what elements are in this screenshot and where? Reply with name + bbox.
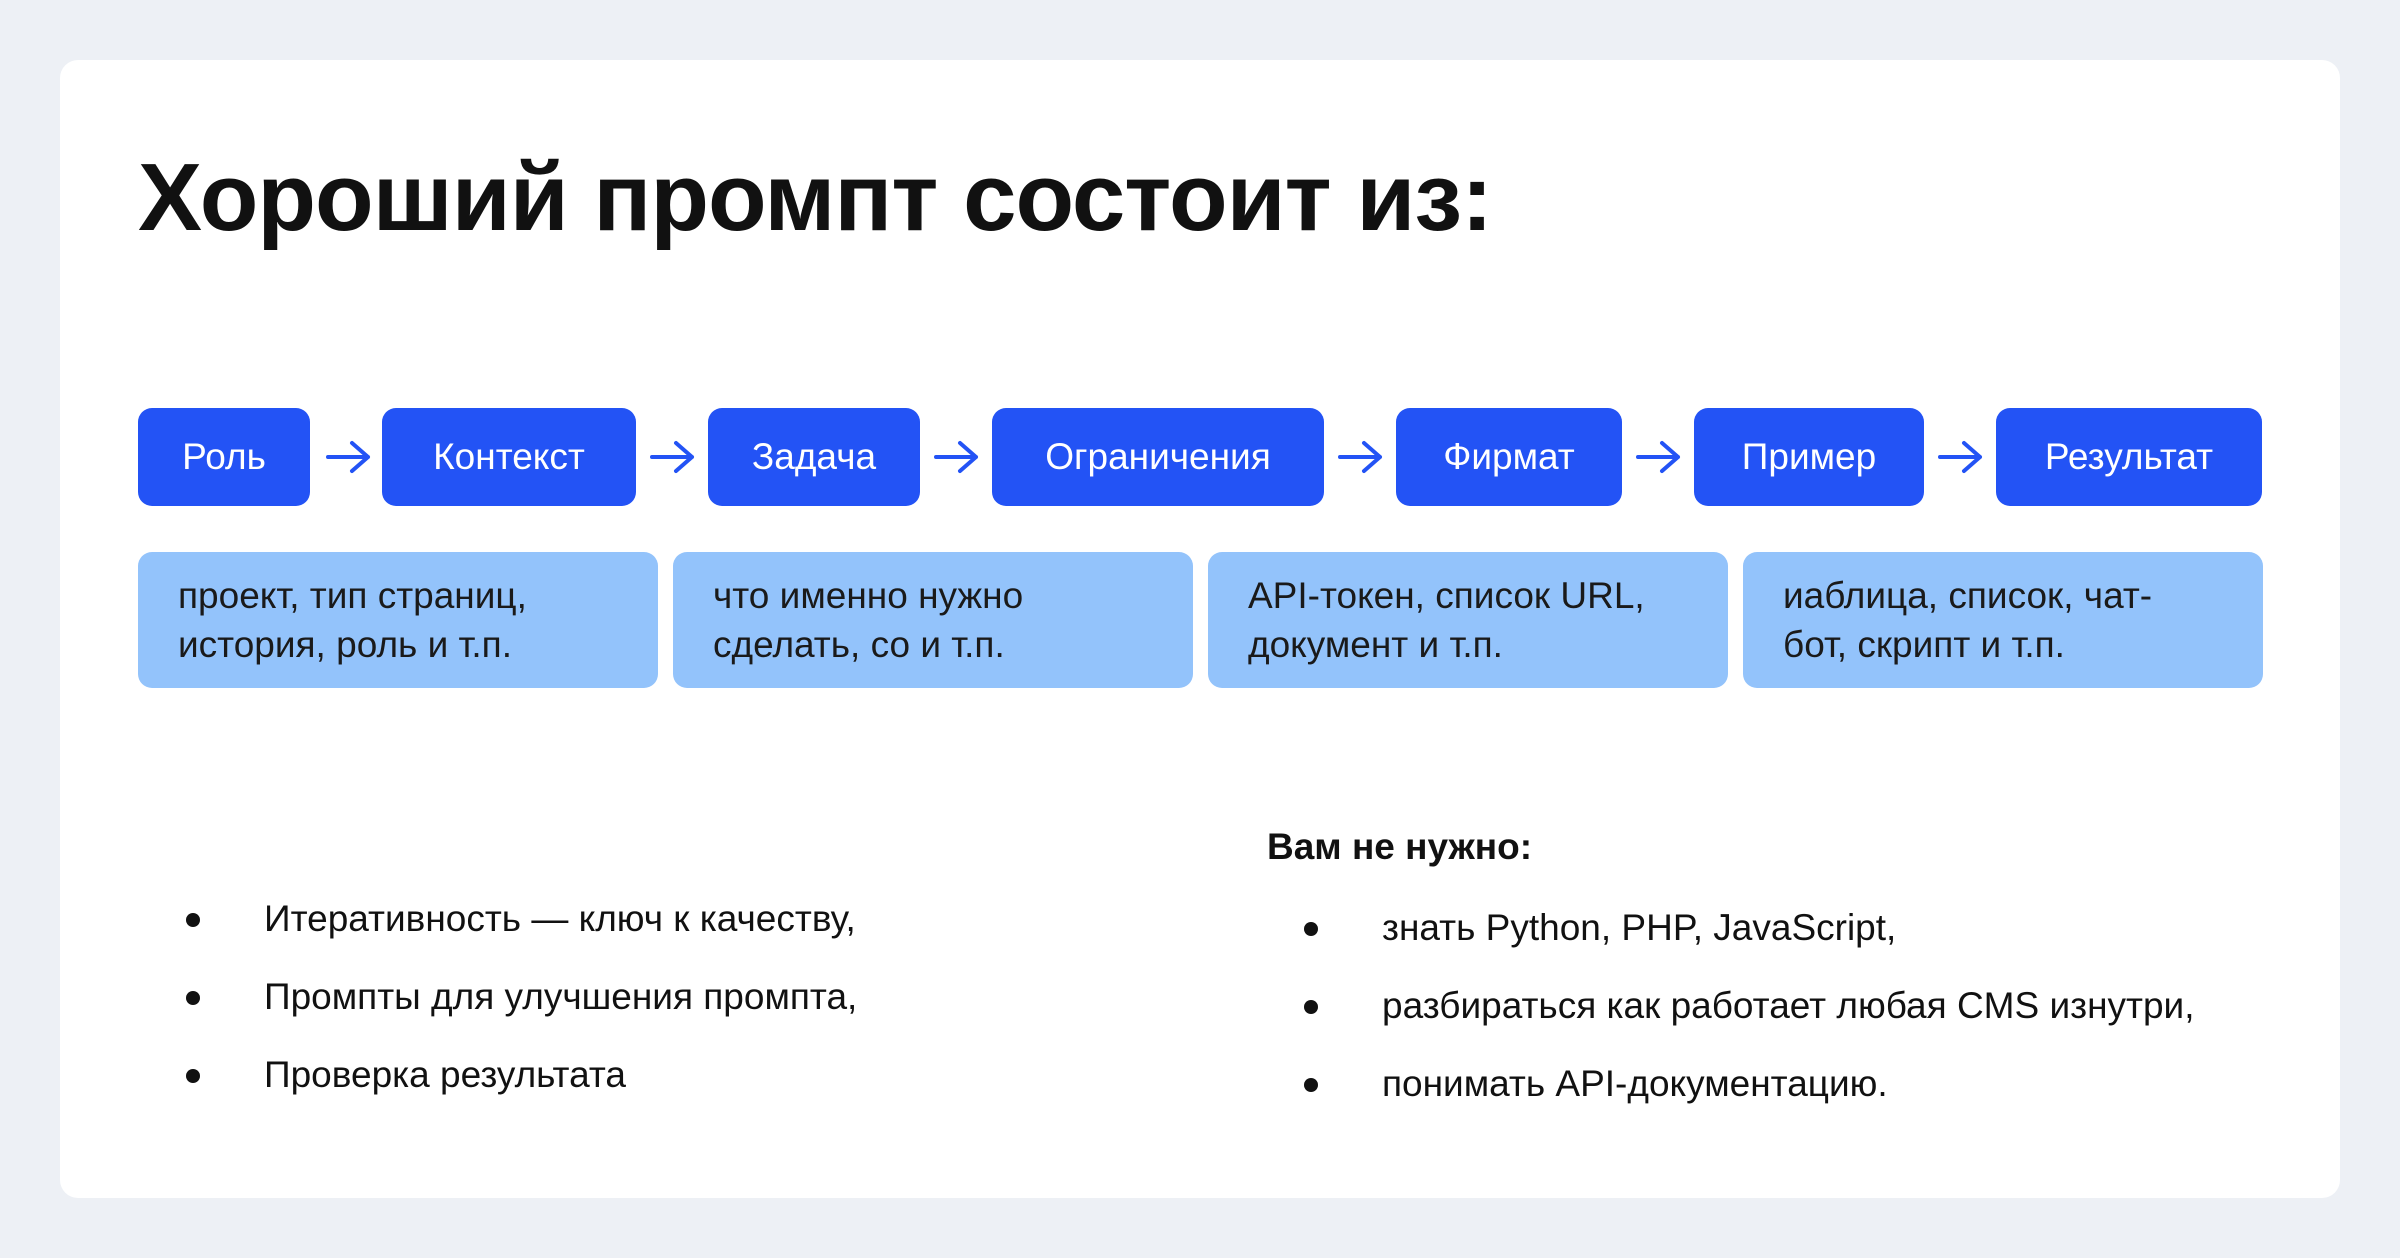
- bullet-icon: [1304, 1000, 1318, 1014]
- note-line: API-токен, список URL,: [1248, 575, 1645, 616]
- list-item-text: знать Python, PHP, JavaScript,: [1382, 907, 1897, 948]
- step-role: Роль: [138, 408, 310, 506]
- arrow-right-icon: [1938, 441, 1982, 473]
- note-line: иаблица, список, чат-: [1783, 575, 2153, 616]
- step-result: Результат: [1996, 408, 2262, 506]
- list-item: понимать API-документацию.: [1258, 1056, 2194, 1134]
- bullet-icon: [186, 913, 200, 927]
- list-item: разбираться как работает любая CMS изнут…: [1258, 978, 2194, 1056]
- list-item: Промпты для улучшения промпта,: [140, 969, 857, 1047]
- bullet-icon: [186, 1069, 200, 1083]
- list-item-text: Проверка результата: [264, 1054, 626, 1095]
- arrow-right-icon: [326, 441, 370, 473]
- note-constraints: API-токен, список URL, документ и т.п.: [1208, 552, 1728, 688]
- note-context: проект, тип страниц, история, роль и т.п…: [138, 552, 658, 688]
- note-task: что именно нужно сделать, со и т.п.: [673, 552, 1193, 688]
- bullet-icon: [1304, 922, 1318, 936]
- list-item-text: понимать API-документацию.: [1382, 1063, 1888, 1104]
- list-item-text: Промпты для улучшения промпта,: [264, 976, 858, 1017]
- arrow-right-icon: [1636, 441, 1680, 473]
- note-line: документ и т.п.: [1248, 624, 1503, 665]
- not-needed-heading: Вам не нужно:: [1267, 826, 1533, 867]
- list-item-text: Итеративность — ключ к качеству,: [264, 898, 856, 939]
- note-line: бот, скрипт и т.п.: [1783, 624, 2065, 665]
- step-format: Фирмат: [1396, 408, 1622, 506]
- bullet-icon: [186, 991, 200, 1005]
- bullet-icon: [1304, 1078, 1318, 1092]
- note-line: проект, тип страниц,: [178, 575, 527, 616]
- note-result: иаблица, список, чат- бот, скрипт и т.п.: [1743, 552, 2263, 688]
- arrow-right-icon: [934, 441, 978, 473]
- page-title: Хороший промпт состоит из:: [138, 144, 1493, 251]
- list-item: Проверка результата: [140, 1047, 857, 1125]
- note-line: что именно нужно: [713, 575, 1024, 616]
- note-line: история, роль и т.п.: [178, 624, 512, 665]
- list-item-text: разбираться как работает любая CMS изнут…: [1382, 985, 2195, 1026]
- list-item: знать Python, PHP, JavaScript,: [1258, 900, 2194, 978]
- step-task: Задача: [708, 408, 920, 506]
- not-needed-list: знать Python, PHP, JavaScript, разбирать…: [1258, 900, 2194, 1134]
- step-constraints: Ограничения: [992, 408, 1324, 506]
- step-example: Пример: [1694, 408, 1924, 506]
- note-line: сделать, со и т.п.: [713, 624, 1005, 665]
- arrow-right-icon: [650, 441, 694, 473]
- step-context: Контекст: [382, 408, 636, 506]
- tips-list: Итеративность — ключ к качеству, Промпты…: [140, 891, 857, 1125]
- list-item: Итеративность — ключ к качеству,: [140, 891, 857, 969]
- arrow-right-icon: [1338, 441, 1382, 473]
